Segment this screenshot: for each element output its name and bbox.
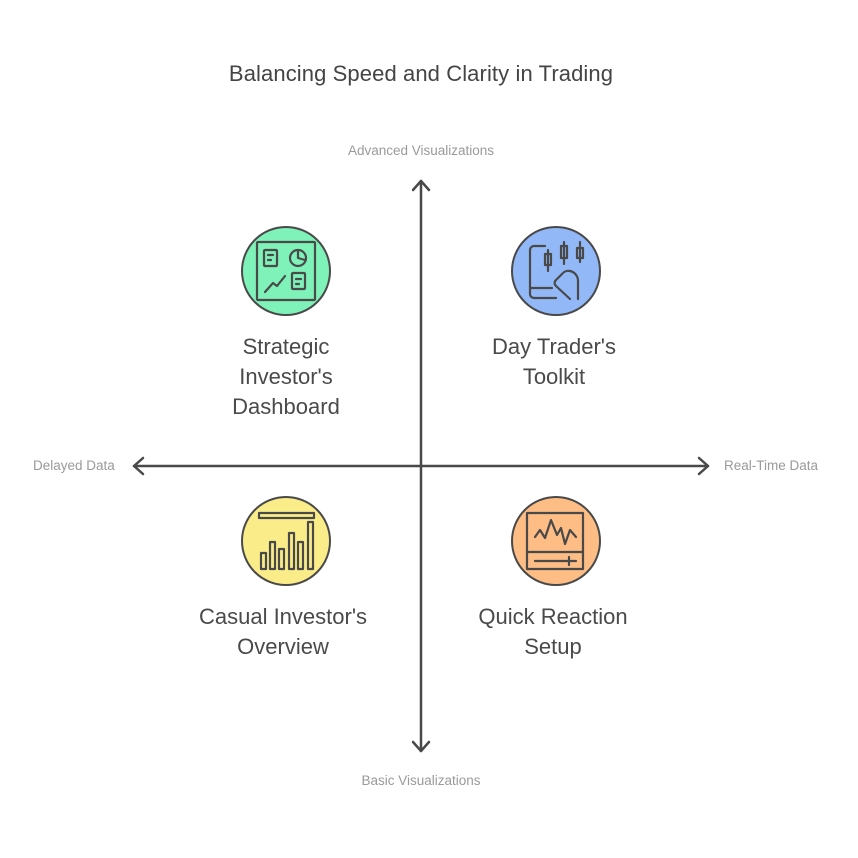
icon-circle [511, 496, 601, 586]
quadrant-icon-bottom-left [241, 496, 331, 586]
quadrant-label-bottom-right: Quick Reaction Setup [443, 602, 663, 662]
quadrant-icon-top-right [511, 226, 601, 316]
label-line: Quick Reaction [478, 604, 628, 629]
axis-label-right: Real-Time Data [724, 458, 819, 473]
monitor-waveform-icon [525, 511, 585, 571]
label-line: Investor's [239, 364, 333, 389]
quadrant-label-top-right: Day Trader's Toolkit [444, 332, 664, 392]
axis-label-bottom: Basic Visualizations [361, 773, 481, 788]
arrow-right-icon [697, 456, 710, 476]
axis-label-left: Delayed Data [33, 458, 115, 473]
label-line: Strategic [242, 334, 330, 359]
icon-circle [241, 496, 331, 586]
label-line: Dashboard [232, 394, 340, 419]
arrow-down-icon [411, 740, 431, 753]
quadrant-label-top-left: Strategic Investor's Dashboard [176, 332, 396, 422]
diagram-title: Balancing Speed and Clarity in Trading [228, 61, 614, 86]
candlestick-phone-icon [528, 240, 585, 301]
quadrant-icon-top-left [241, 226, 331, 316]
label-line: Toolkit [522, 364, 586, 389]
bar-chart-icon [257, 511, 316, 571]
dashboard-icon [255, 240, 317, 302]
label-line: Casual Investor's [198, 604, 368, 629]
icon-circle [241, 226, 331, 316]
axis-label-top: Advanced Visualizations [347, 143, 495, 158]
arrow-left-icon [132, 456, 145, 476]
label-line: Setup [524, 634, 582, 659]
quadrant-icon-bottom-right [511, 496, 601, 586]
quadrant-label-bottom-left: Casual Investor's Overview [173, 602, 393, 662]
icon-circle [511, 226, 601, 316]
label-line: Overview [237, 634, 329, 659]
label-line: Day Trader's [491, 334, 617, 359]
arrow-up-icon [411, 179, 431, 192]
